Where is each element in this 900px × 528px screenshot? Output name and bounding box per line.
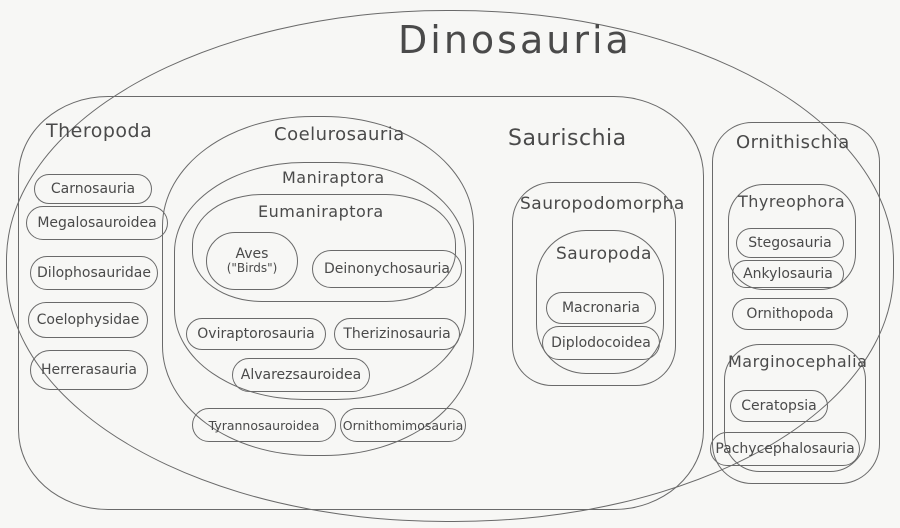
clade-stegosauria: Stegosauria — [736, 228, 844, 258]
clade-ceratopsia: Ceratopsia — [730, 390, 828, 422]
thyreophora-boundary — [728, 184, 856, 290]
clade-ornithomimosauria: Ornithomimosauria — [340, 408, 466, 442]
clade-aves: Aves ("Birds") — [206, 232, 298, 290]
clade-label: Coelophysidae — [36, 312, 140, 328]
dinosauria-boundary — [6, 10, 894, 522]
clade-label: Megalosauroidea — [37, 215, 157, 231]
clade-label: Ceratopsia — [741, 398, 817, 414]
clade-label: Alvarezsauroidea — [240, 367, 362, 383]
eumaniraptora-label: Eumaniraptora — [258, 202, 384, 221]
clade-carnosauria: Carnosauria — [34, 174, 152, 204]
clade-therizinosauria: Therizinosauria — [334, 318, 460, 350]
clade-herrerasauria: Herrerasauria — [30, 350, 148, 390]
sauropoda-boundary — [536, 230, 664, 374]
saurischia-label: Saurischia — [508, 126, 627, 151]
coelurosauria-label: Coelurosauria — [274, 124, 405, 145]
clade-label: Pachycephalosauria — [715, 441, 855, 457]
maniraptora-boundary — [174, 162, 466, 400]
clade-deinonychosauria: Deinonychosauria — [312, 250, 462, 288]
clade-pachycephalosauria: Pachycephalosauria — [710, 432, 860, 466]
clade-macronaria: Macronaria — [546, 292, 656, 324]
clade-label: Deinonychosauria — [324, 261, 450, 277]
clade-label: Ornithopoda — [746, 306, 834, 322]
dinosauria-label: Dinosauria — [398, 18, 632, 62]
clade-oviraptorosauria: Oviraptorosauria — [186, 318, 326, 350]
clade-ankylosauria: Ankylosauria — [732, 260, 844, 288]
ornithischia-boundary — [712, 122, 880, 484]
clade-tyrannosauroidea: Tyrannosauroidea — [192, 408, 336, 442]
clade-label: Herrerasauria — [40, 362, 138, 378]
clade-label: Oviraptorosauria — [197, 326, 315, 342]
maniraptora-label: Maniraptora — [282, 168, 385, 187]
clade-diplodocoidea: Diplodocoidea — [542, 326, 660, 360]
theropoda-label: Theropoda — [46, 120, 153, 142]
clade-label: Tyrannosauroidea — [208, 417, 320, 433]
clade-coelophysidae: Coelophysidae — [28, 302, 148, 338]
clade-label: Stegosauria — [748, 235, 832, 251]
marginocephalia-boundary — [724, 344, 866, 472]
clade-note: ("Birds") — [226, 261, 278, 276]
clade-label: Therizinosauria — [343, 326, 451, 342]
clade-label: Dilophosauridae — [37, 265, 151, 281]
clade-label: Ornithomimosauria — [342, 417, 464, 433]
saurischia-boundary — [18, 96, 704, 510]
clade-label: Diplodocoidea — [551, 335, 651, 351]
sauropodomorpha-boundary — [512, 182, 676, 386]
clade-alvarezsauroidea: Alvarezsauroidea — [232, 358, 370, 392]
clade-dilophosauridae: Dilophosauridae — [30, 256, 158, 290]
thyreophora-label: Thyreophora — [738, 192, 846, 211]
clade-label: Macronaria — [561, 300, 641, 316]
clade-label: Ankylosauria — [743, 266, 833, 282]
sauropoda-label: Sauropoda — [556, 244, 652, 264]
ornithischia-label: Ornithischia — [736, 132, 850, 153]
sauropodomorpha-label: Sauropodomorpha — [520, 194, 685, 214]
clade-label: Carnosauria — [50, 181, 136, 197]
clade-ornithopoda: Ornithopoda — [732, 298, 848, 330]
clade-megalosauroidea: Megalosauroidea — [26, 206, 168, 240]
coelurosauria-boundary — [162, 116, 474, 456]
marginocephalia-label: Marginocephalia — [728, 352, 868, 371]
eumaniraptora-boundary — [192, 194, 456, 302]
clade-label: Aves — [235, 246, 269, 263]
